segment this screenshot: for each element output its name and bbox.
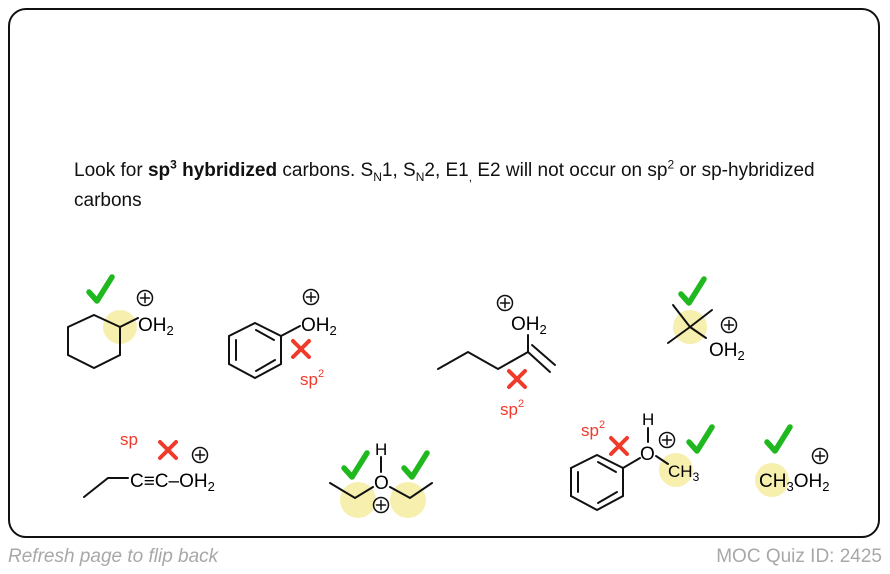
molecule-phenol: OH2 sp2 [228,288,337,389]
plus-charge-icon [191,446,209,464]
plus-charge-icon [372,496,390,514]
alkyne-label: C≡C–OH2 [130,471,215,494]
check-icon [689,427,712,451]
cross-icon [507,369,527,389]
quiz-card[interactable] [8,8,880,538]
plus-charge-icon [811,447,829,465]
explanation-text: Look for sp3 hybridized carbons. SN1, SN… [74,157,815,211]
plus-charge-icon [136,289,154,307]
oxygen-label: O [374,473,389,494]
hydrogen-label: H [375,440,387,459]
ch3-label: CH3 [668,462,700,484]
molecule-phenyl-methyl-oxonium: O H CH3 sp2 [570,410,712,512]
plus-charge-icon [496,294,514,312]
oh2-label: OH2 [301,315,337,338]
molecule-alkynol: C≡C–OH2 sp [83,430,215,498]
oh2-label: OH2 [709,340,745,363]
plus-charge-icon [302,288,320,306]
molecule-cyclohexanol: OH2 [67,277,174,370]
molecule-tert-butyl: OH2 [667,279,745,363]
oh2-label: OH2 [511,314,547,337]
check-icon [89,277,112,301]
sp2-label: sp2 [500,398,524,419]
cross-icon [291,339,311,359]
molecule-enol: OH2 sp2 [437,294,556,419]
oh2-label: OH2 [138,315,174,338]
quiz-id: MOC Quiz ID: 2425 [716,546,882,567]
oxygen-label: O [640,444,655,465]
ch3oh2-label: CH3OH2 [759,471,829,494]
sp2-label: sp2 [581,419,605,440]
check-icon [404,453,427,477]
hydrogen-label: H [642,410,654,429]
check-icon [681,279,704,303]
plus-charge-icon [658,431,676,449]
refresh-hint: Refresh page to flip back [8,546,219,567]
cross-icon [609,436,629,456]
cross-icon [158,440,178,460]
check-icon [344,453,367,477]
molecule-diethyl-oxonium: O H [329,440,433,518]
plus-charge-icon [720,316,738,334]
check-icon [767,427,790,451]
sp-label: sp [120,430,138,449]
molecule-methyloxonium: CH3OH2 [755,427,829,497]
sp2-label: sp2 [300,368,324,389]
